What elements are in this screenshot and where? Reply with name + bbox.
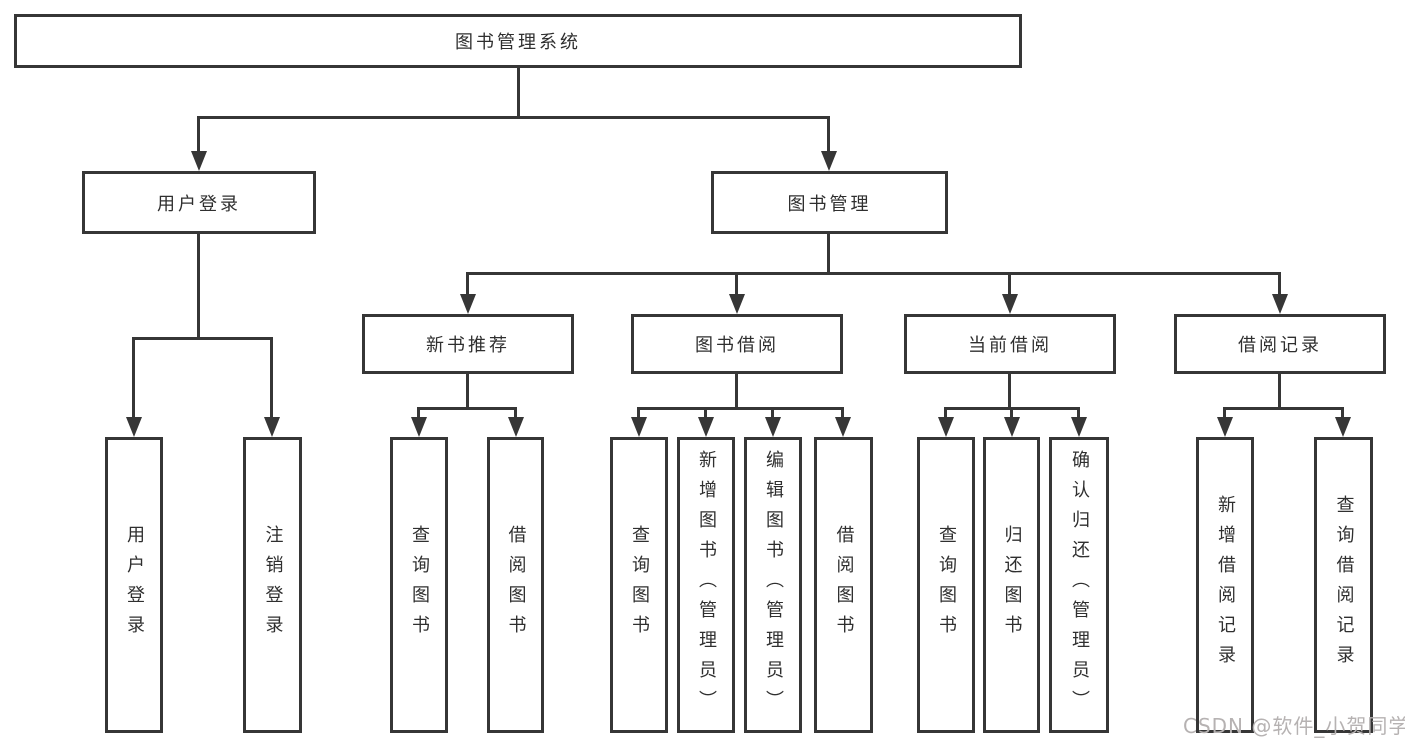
arrow-add-record	[1217, 417, 1233, 437]
connector-drop-add-book	[704, 407, 707, 417]
leaf-query-book-2: 查询图书	[610, 437, 668, 733]
leaf-return-book: 归还图书	[983, 437, 1040, 733]
leaf-return-book-label: 归还图书	[1001, 525, 1023, 645]
connector-drop-user-login	[197, 116, 200, 151]
leaf-add-book-admin: 新增图书（管理员）	[677, 437, 735, 733]
arrow-user-login	[191, 151, 207, 171]
connector-book-borrow-stub	[735, 374, 738, 410]
connector-level2-rail	[197, 116, 830, 119]
arrow-query-book-3	[938, 417, 954, 437]
leaf-user-login: 用户登录	[105, 437, 163, 733]
arrow-query-book-1	[411, 417, 427, 437]
node-current-borrow: 当前借阅	[904, 314, 1116, 374]
connector-book-mgmt-stub	[827, 234, 830, 275]
connector-drop-query-book-1	[417, 407, 420, 417]
connector-drop-add-record	[1223, 407, 1226, 417]
connector-new-book-stub	[466, 374, 469, 410]
connector-drop-leaf-logout	[270, 337, 273, 417]
leaf-borrow-book-1-label: 借阅图书	[505, 525, 527, 645]
leaf-confirm-return-admin-label: 确认归还（管理员）	[1069, 450, 1090, 720]
connector-drop-borrow-book-2	[841, 407, 844, 417]
connector-drop-query-book-2	[637, 407, 640, 417]
arrow-leaf-user-login	[126, 417, 142, 437]
leaf-add-borrow-record: 新增借阅记录	[1196, 437, 1254, 733]
leaf-borrow-book-1: 借阅图书	[487, 437, 544, 733]
connector-drop-leaf-user-login	[132, 337, 135, 417]
node-book-borrow: 图书借阅	[631, 314, 843, 374]
leaf-logout: 注销登录	[243, 437, 302, 733]
arrow-new-book	[460, 294, 476, 314]
arrow-edit-book	[765, 417, 781, 437]
leaf-borrow-book-2-label: 借阅图书	[833, 525, 855, 645]
connector-borrow-records-rail	[1223, 407, 1344, 410]
arrow-current-borrow	[1002, 294, 1018, 314]
leaf-add-borrow-record-label: 新增借阅记录	[1215, 495, 1236, 675]
connector-user-login-rail	[132, 337, 273, 340]
node-borrow-records: 借阅记录	[1174, 314, 1386, 374]
arrow-query-record	[1335, 417, 1351, 437]
connector-drop-edit-book	[771, 407, 774, 417]
leaf-query-book-1: 查询图书	[390, 437, 448, 733]
arrow-add-book	[698, 417, 714, 437]
node-user-login: 用户登录	[82, 171, 316, 234]
node-book-management: 图书管理	[711, 171, 948, 234]
leaf-edit-book-admin: 编辑图书（管理员）	[744, 437, 802, 733]
node-root: 图书管理系统	[14, 14, 1022, 68]
arrow-borrow-records	[1272, 294, 1288, 314]
connector-drop-confirm-return	[1077, 407, 1080, 417]
arrow-leaf-logout	[264, 417, 280, 437]
connector-drop-book-borrow	[735, 272, 738, 294]
leaf-query-book-2-label: 查询图书	[629, 525, 650, 645]
leaf-query-borrow-record: 查询借阅记录	[1314, 437, 1373, 733]
arrow-book-borrow	[729, 294, 745, 314]
connector-current-borrow-stub	[1008, 374, 1011, 410]
connector-drop-query-record	[1341, 407, 1344, 417]
leaf-confirm-return-admin: 确认归还（管理员）	[1049, 437, 1109, 733]
connector-drop-current-borrow	[1008, 272, 1011, 294]
leaf-edit-book-admin-label: 编辑图书（管理员）	[763, 450, 784, 720]
arrow-return-book	[1004, 417, 1020, 437]
connector-drop-borrow-book-1	[514, 407, 517, 417]
arrow-borrow-book-2	[835, 417, 851, 437]
leaf-query-book-3: 查询图书	[917, 437, 975, 733]
leaf-query-borrow-record-label: 查询借阅记录	[1333, 495, 1355, 675]
arrow-query-book-2	[631, 417, 647, 437]
leaf-user-login-label: 用户登录	[124, 525, 145, 645]
connector-book-borrow-rail	[637, 407, 844, 410]
arrow-book-mgmt	[821, 151, 837, 171]
connector-user-login-stub	[197, 234, 200, 340]
connector-drop-query-book-3	[944, 407, 947, 417]
leaf-borrow-book-2: 借阅图书	[814, 437, 873, 733]
leaf-query-book-1-label: 查询图书	[409, 525, 430, 645]
arrow-borrow-book-1	[508, 417, 524, 437]
leaf-query-book-3-label: 查询图书	[936, 525, 957, 645]
leaf-add-book-admin-label: 新增图书（管理员）	[696, 450, 717, 720]
connector-root-stub	[517, 68, 520, 119]
connector-drop-book-mgmt	[827, 116, 830, 151]
connector-level3-rail	[466, 272, 1281, 275]
csdn-watermark: CSDN @软件_小贺同学	[1183, 714, 1405, 738]
connector-borrow-records-stub	[1278, 374, 1281, 410]
connector-drop-return-book	[1010, 407, 1013, 417]
node-new-book-recommend: 新书推荐	[362, 314, 574, 374]
connector-drop-borrow-records	[1278, 272, 1281, 294]
leaf-logout-label: 注销登录	[262, 525, 284, 645]
connector-drop-new-book	[466, 272, 469, 294]
connector-new-book-rail	[417, 407, 517, 410]
arrow-confirm-return	[1071, 417, 1087, 437]
